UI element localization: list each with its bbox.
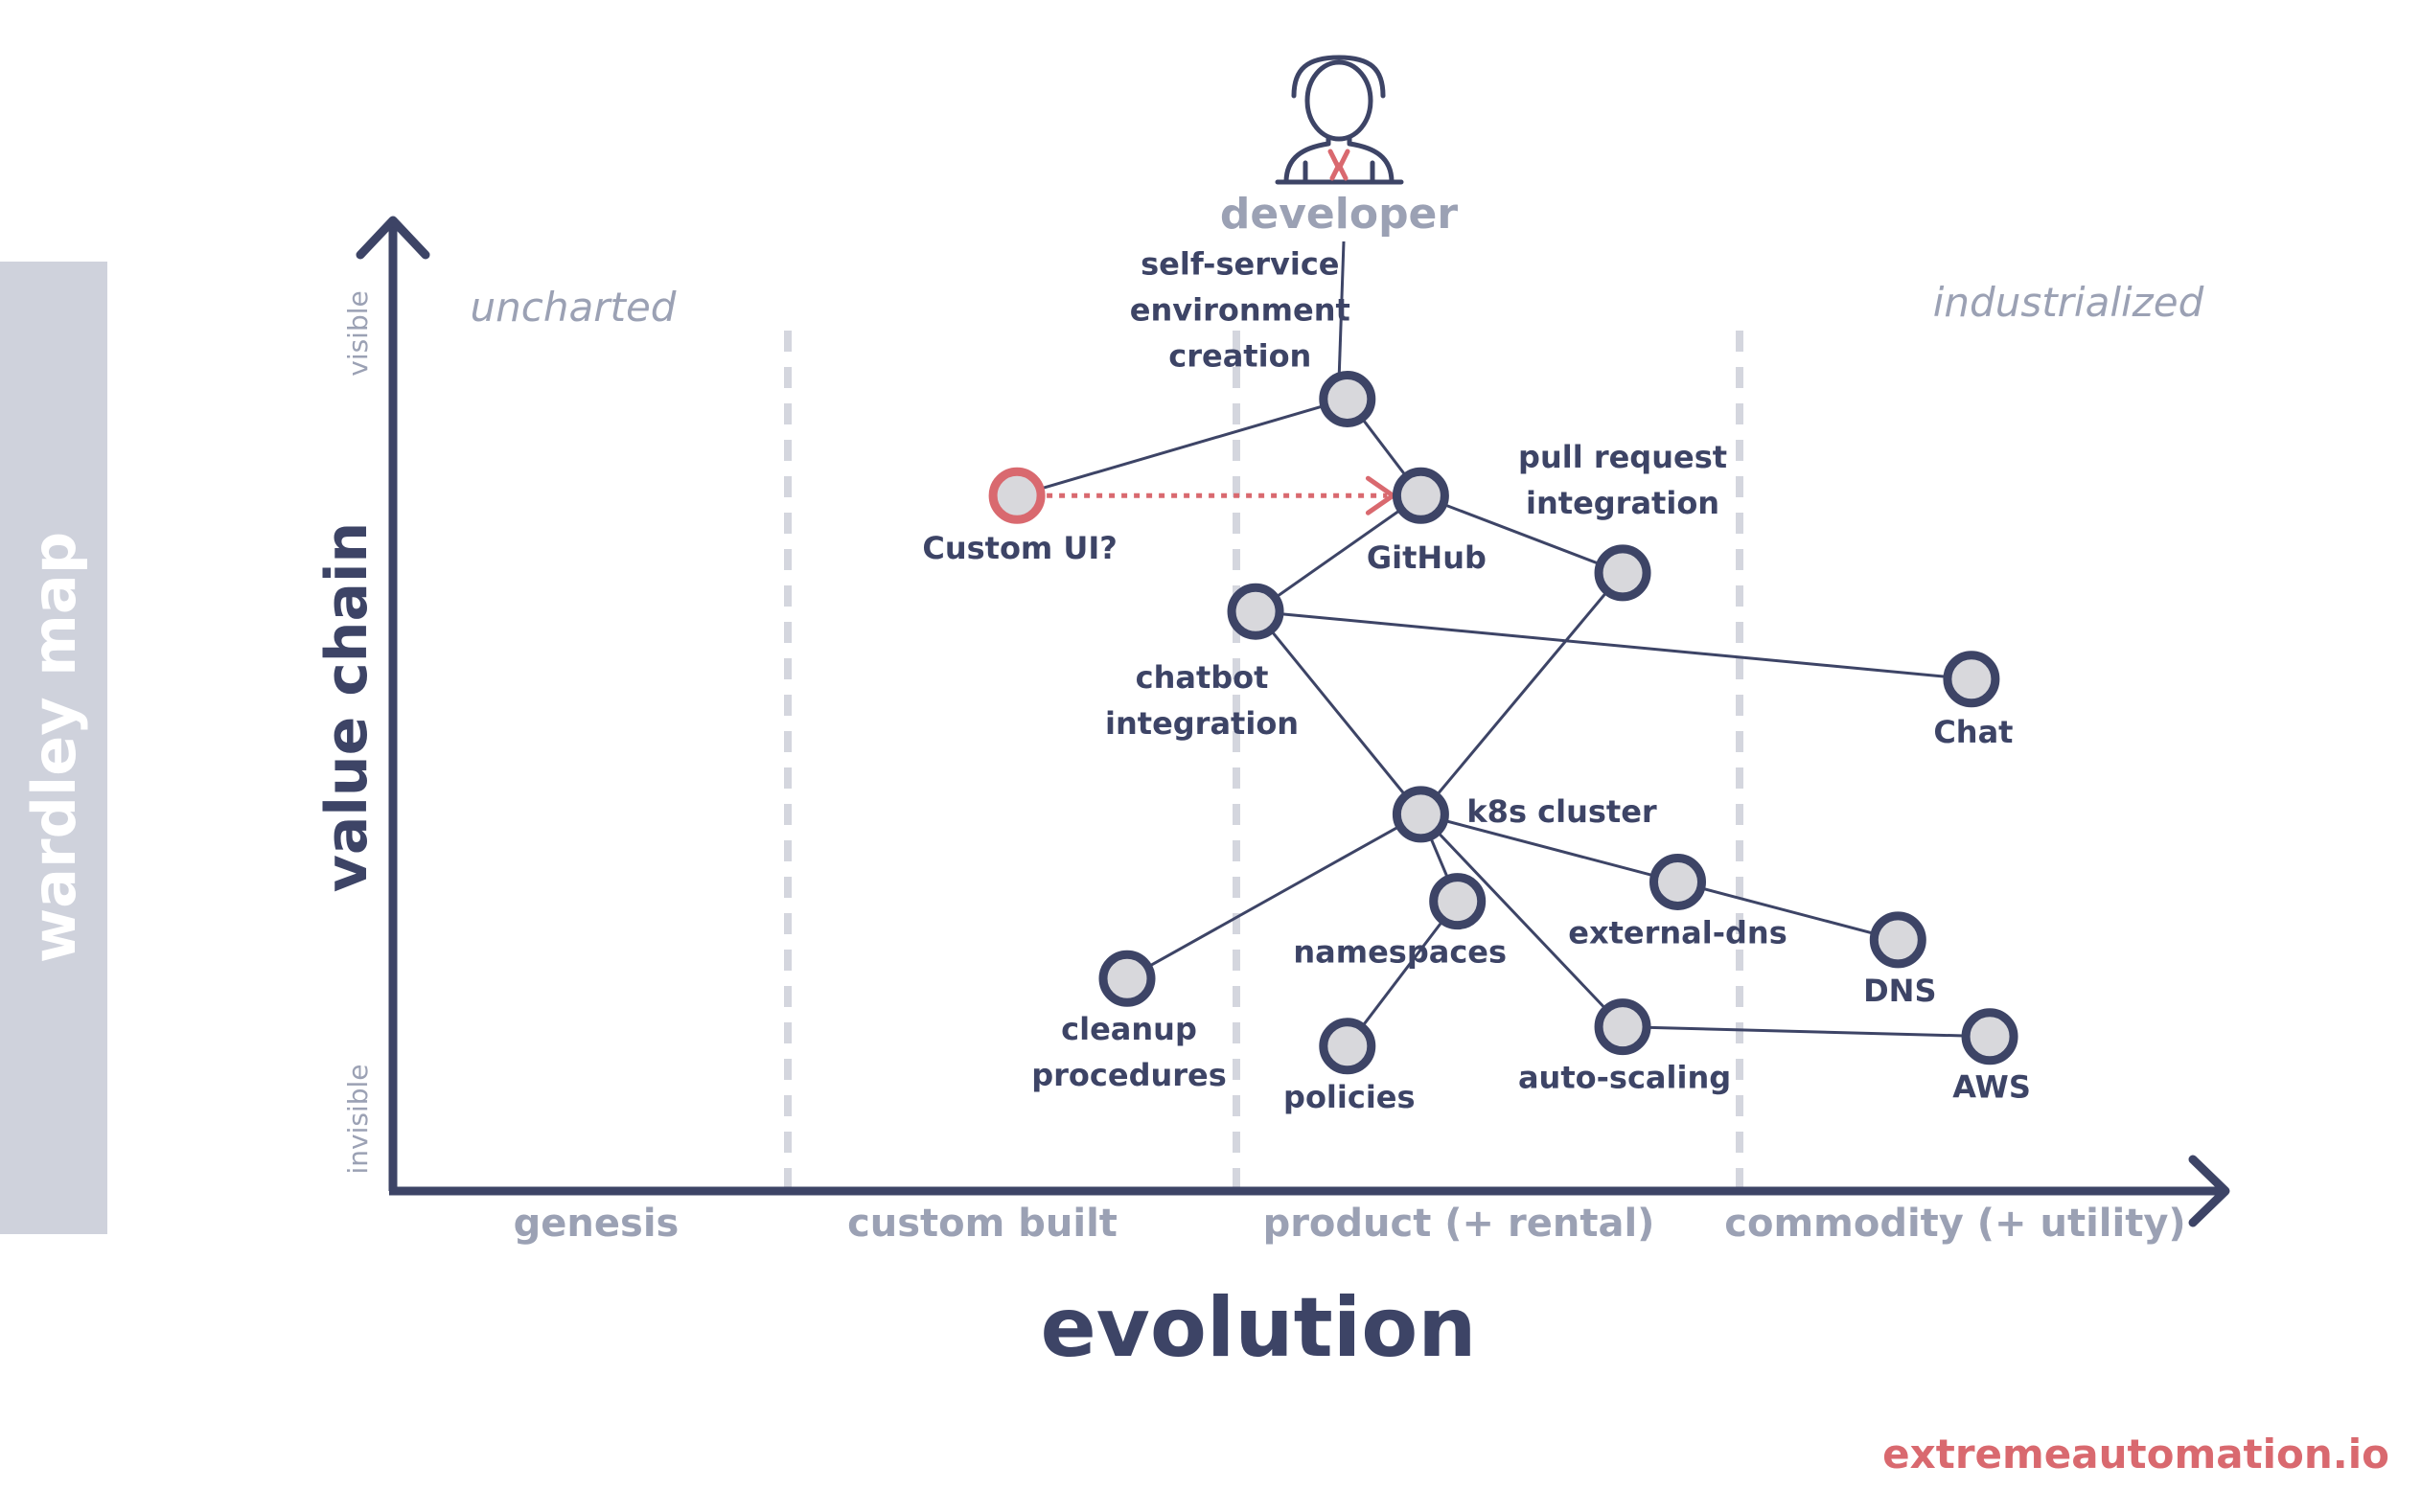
link-pr-k8s (1419, 571, 1625, 815)
component-label-line: procedures (1031, 1057, 1227, 1093)
region-industrialized: industrialized (1933, 279, 2204, 326)
component-label-chatbot: chatbot integration (1105, 659, 1299, 742)
component-label-dns: DNS (1863, 973, 1936, 1009)
x-axis-label: evolution (1040, 1280, 1476, 1376)
component-github[interactable] (1392, 467, 1449, 524)
component-label-sse: self-service environment creation (1130, 245, 1350, 374)
component-label-github: GitHub (1367, 539, 1487, 576)
component-label-line: creation (1168, 337, 1311, 374)
y-axis-bottom-label: invisible (342, 1064, 374, 1174)
stage-commodity: commodity (+ utility) (1724, 1202, 2185, 1246)
component-label-namespaces: namespaces (1293, 934, 1507, 971)
stage-custom-built: custom built (847, 1202, 1118, 1246)
component-label-customui: Custom UI? (922, 530, 1118, 566)
component-label-line: DNS (1863, 973, 1936, 1009)
component-label-policies: policies (1283, 1079, 1416, 1115)
component-label-line: GitHub (1367, 539, 1487, 576)
component-label-line: cleanup (1061, 1011, 1197, 1047)
component-label-line: chatbot (1136, 659, 1269, 696)
stage-genesis: genesis (514, 1202, 680, 1246)
component-label-line: integration (1105, 705, 1299, 742)
evolution-movements (1047, 475, 1397, 515)
developer-person-icon (1275, 55, 1404, 185)
component-label-autoscaling: auto-scaling (1518, 1060, 1731, 1096)
actor-label: developer (1220, 190, 1459, 239)
component-label-line: external-dns (1568, 914, 1787, 951)
region-uncharted: uncharted (471, 284, 677, 331)
component-k8s[interactable] (1392, 786, 1449, 843)
component-sse[interactable] (1319, 370, 1376, 427)
component-label-aws: AWS (1952, 1069, 2031, 1106)
component-label-line: policies (1283, 1079, 1416, 1115)
footer-brand: extremeautomation.io (1882, 1431, 2389, 1478)
component-label-chat: Chat (1933, 714, 2013, 750)
component-label-line: namespaces (1293, 934, 1507, 971)
component-label-line: Chat (1933, 714, 2013, 750)
link-k8s-autoscaling (1419, 813, 1625, 1028)
link-extdns-dns (1677, 880, 1899, 942)
component-label-line: environment (1130, 291, 1350, 328)
component-pr[interactable] (1594, 544, 1651, 602)
component-label-cleanup: cleanup procedures (1031, 1011, 1227, 1093)
component-label-line: AWS (1952, 1069, 2031, 1106)
component-label-line: self-service (1141, 245, 1339, 282)
component-label-line: integration (1526, 485, 1719, 521)
y-axis-top-label: visible (342, 290, 374, 377)
component-label-line: auto-scaling (1518, 1060, 1731, 1096)
y-axis-label: value chain (313, 522, 380, 893)
link-github-pr (1419, 493, 1624, 575)
component-label-line: pull request (1518, 439, 1727, 475)
component-chatbot[interactable] (1227, 583, 1284, 640)
component-policies[interactable] (1319, 1018, 1376, 1075)
component-customui[interactable] (988, 467, 1046, 524)
component-dns[interactable] (1869, 911, 1926, 969)
component-aws[interactable] (1961, 1008, 2018, 1065)
link-namespaces-policies (1346, 900, 1459, 1047)
x-axis-arrowhead (2188, 1155, 2230, 1227)
component-label-extdns: external-dns (1568, 914, 1787, 951)
components (988, 370, 2018, 1075)
component-cleanup[interactable] (1098, 950, 1156, 1007)
component-namespaces[interactable] (1429, 873, 1487, 930)
actor-link (1337, 241, 1346, 382)
link-sse-customui (1016, 398, 1349, 497)
link-chatbot-k8s (1254, 610, 1422, 815)
side-band (0, 262, 107, 1234)
component-extdns[interactable] (1649, 853, 1706, 910)
dependency-links (1016, 398, 1991, 1047)
component-label-line: k8s cluster (1466, 793, 1657, 830)
component-label-pr: pull request integration (1518, 439, 1727, 521)
component-chat[interactable] (1943, 651, 2000, 708)
link-github-chatbot (1255, 494, 1422, 613)
link-chatbot-chat (1255, 609, 1972, 681)
component-label-k8s: k8s cluster (1466, 793, 1657, 830)
component-autoscaling[interactable] (1594, 998, 1651, 1056)
y-axis-arrowhead (356, 216, 430, 260)
link-k8s-extdns (1420, 813, 1678, 883)
stage-product: product (+ rental) (1263, 1202, 1655, 1246)
component-label-line: Custom UI? (922, 530, 1118, 566)
link-autoscaling-aws (1623, 1025, 1991, 1039)
link-k8s-cleanup (1126, 813, 1422, 980)
side-label: wardley map (19, 532, 89, 963)
